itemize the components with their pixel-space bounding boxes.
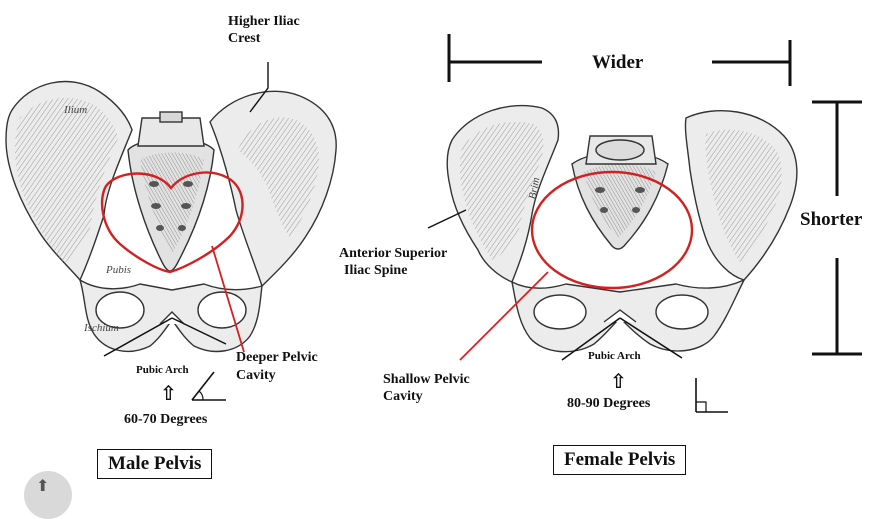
female-pelvis-title: Female Pelvis <box>553 445 687 475</box>
male-angle-label: 60-70 Degrees <box>124 412 208 427</box>
female-height-label: Shorter <box>800 209 863 230</box>
male-cavity-label-line2: Cavity <box>236 368 276 383</box>
female-pubic-arch-label: Pubic Arch <box>588 350 641 362</box>
share-icon: ⬆ <box>36 476 50 495</box>
height-dimension-marker <box>812 100 862 356</box>
female-cavity-label-line1: Shallow Pelvic <box>383 372 470 387</box>
male-up-arrow-icon: ⇧ <box>160 381 177 405</box>
male-ilium-label: Ilium <box>64 104 88 116</box>
female-width-label: Wider <box>592 52 644 73</box>
male-crest-label-line1: Higher Iliac <box>228 14 300 29</box>
male-cavity-label-line1: Deeper Pelvic <box>236 350 318 365</box>
female-left-obturator <box>533 294 587 330</box>
pelvis-comparison-illustration <box>5 34 862 413</box>
width-dimension-marker <box>447 34 792 86</box>
female-asis-label-line1: Anterior Superior <box>339 246 448 261</box>
female-cavity-label-line2: Cavity <box>383 389 423 404</box>
male-left-obturator <box>95 291 145 329</box>
male-pubis-label: Pubis <box>106 264 132 276</box>
male-pelvic-cavity-outline <box>100 171 244 274</box>
male-crest-label-line2: Crest <box>228 31 261 46</box>
male-pubic-arch-label: Pubic Arch <box>136 364 189 376</box>
male-right-obturator <box>197 291 247 329</box>
male-pelvis-title: Male Pelvis <box>97 449 213 479</box>
male-pelvis-drawing <box>5 80 337 353</box>
male-ischium-label: Ischium <box>84 322 119 334</box>
female-right-obturator <box>655 294 709 330</box>
female-pelvis-drawing <box>446 104 798 353</box>
female-up-arrow-icon: ⇧ <box>610 369 627 393</box>
female-angle-label: 80-90 Degrees <box>567 396 651 411</box>
female-asis-label-line2: Iliac Spine <box>344 263 408 278</box>
female-pelvic-cavity-outline <box>530 170 694 290</box>
